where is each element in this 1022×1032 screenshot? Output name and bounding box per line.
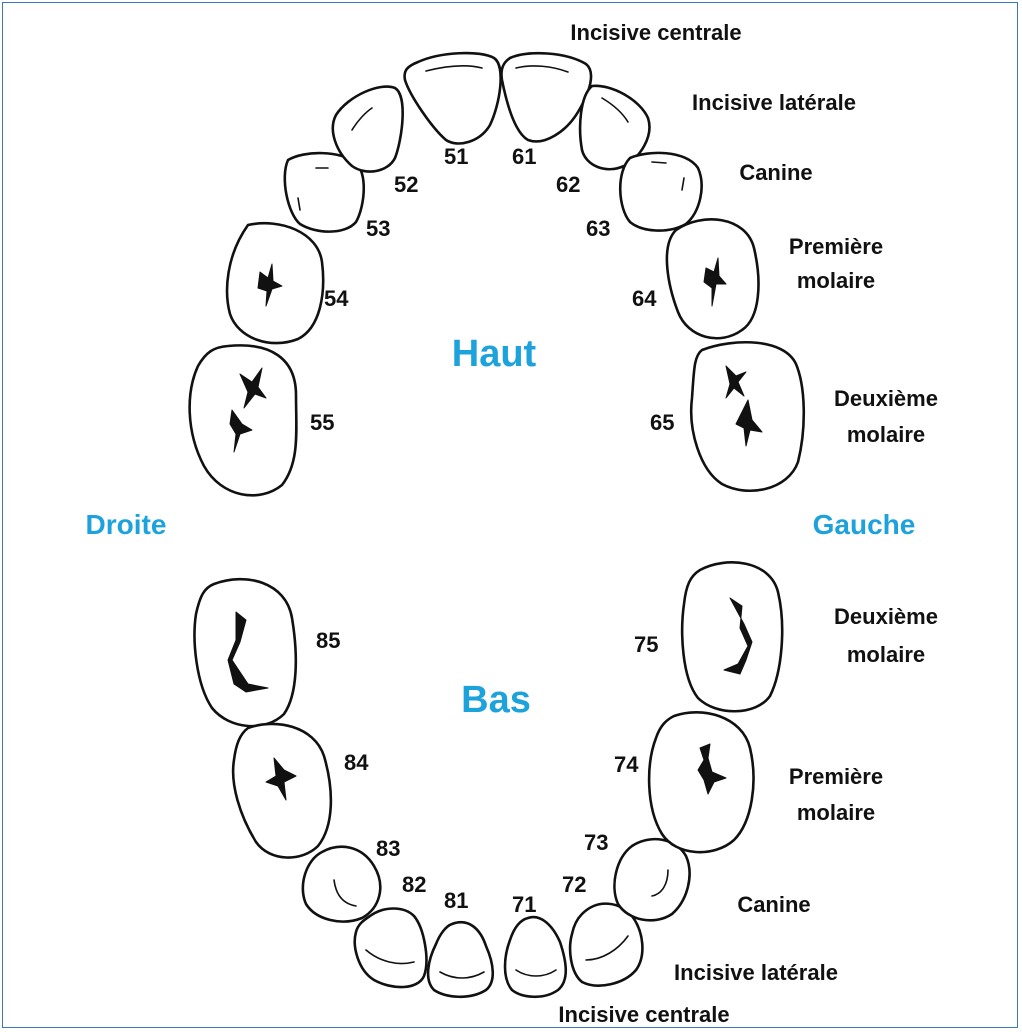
lower-label-canine: Canine <box>737 892 810 917</box>
tooth-54 <box>225 221 325 345</box>
lower-label-second-molar-line1: Deuxième <box>834 604 938 629</box>
upper-label-lateral-incisor: Incisive latérale <box>692 90 856 115</box>
lower-label-lateral-incisor: Incisive latérale <box>674 960 838 985</box>
tooth-55 <box>188 344 298 497</box>
tooth-number-52: 52 <box>394 172 418 197</box>
tooth-71 <box>503 915 568 999</box>
tooth-64 <box>665 218 760 340</box>
tooth-number-65: 65 <box>650 410 674 435</box>
tooth-number-63: 63 <box>586 216 610 241</box>
tooth-73 <box>613 837 691 922</box>
tooth-51 <box>403 51 502 145</box>
lower-label-central-incisor: Incisive centrale <box>558 1002 729 1027</box>
tooth-number-73: 73 <box>584 830 608 855</box>
tooth-65 <box>690 341 806 492</box>
tooth-number-72: 72 <box>562 872 586 897</box>
tooth-52 <box>331 85 404 173</box>
tooth-72 <box>568 902 644 987</box>
tooth-number-62: 62 <box>556 172 580 197</box>
region-lower: Bas <box>461 679 531 721</box>
tooth-number-51: 51 <box>444 144 468 169</box>
region-right: Droite <box>86 509 167 540</box>
tooth-number-61: 61 <box>512 144 536 169</box>
region-left: Gauche <box>813 509 916 540</box>
tooth-numbers: 51 52 53 54 55 61 62 63 64 65 85 84 83 8… <box>310 144 674 917</box>
tooth-number-82: 82 <box>402 872 426 897</box>
tooth-63 <box>618 151 703 232</box>
tooth-number-75: 75 <box>634 632 658 657</box>
tooth-74 <box>647 711 755 854</box>
upper-label-first-molar-line2: molaire <box>797 268 875 293</box>
tooth-number-85: 85 <box>316 628 340 653</box>
tooth-81 <box>426 921 495 999</box>
tooth-number-64: 64 <box>632 286 657 311</box>
lower-type-labels: Deuxième molaire Première molaire Canine… <box>558 604 938 1027</box>
upper-label-canine: Canine <box>739 160 812 185</box>
lower-label-first-molar-line1: Première <box>789 764 883 789</box>
upper-label-second-molar-line2: molaire <box>847 422 925 447</box>
tooth-number-71: 71 <box>512 892 536 917</box>
tooth-number-84: 84 <box>344 750 369 775</box>
tooth-61 <box>500 51 593 143</box>
tooth-number-81: 81 <box>444 888 468 913</box>
tooth-number-55: 55 <box>310 410 334 435</box>
tooth-75 <box>680 561 784 713</box>
lower-label-first-molar-line2: molaire <box>797 800 875 825</box>
upper-type-labels: Incisive centrale Incisive latérale Cani… <box>570 20 938 447</box>
tooth-number-54: 54 <box>324 286 349 311</box>
region-upper: Haut <box>452 333 537 375</box>
tooth-84 <box>231 722 333 859</box>
tooth-83 <box>301 845 382 923</box>
region-labels: Haut Bas Droite Gauche <box>86 333 916 721</box>
upper-arch <box>188 51 806 497</box>
lower-arch <box>193 561 784 999</box>
tooth-82 <box>353 907 428 989</box>
tooth-number-83: 83 <box>376 836 400 861</box>
tooth-85 <box>193 577 298 728</box>
lower-label-second-molar-line2: molaire <box>847 642 925 667</box>
upper-label-second-molar-line1: Deuxième <box>834 386 938 411</box>
tooth-53 <box>283 151 366 233</box>
upper-label-first-molar-line1: Première <box>789 234 883 259</box>
tooth-number-53: 53 <box>366 216 390 241</box>
tooth-number-74: 74 <box>614 752 639 777</box>
upper-label-central-incisor: Incisive centrale <box>570 20 741 45</box>
